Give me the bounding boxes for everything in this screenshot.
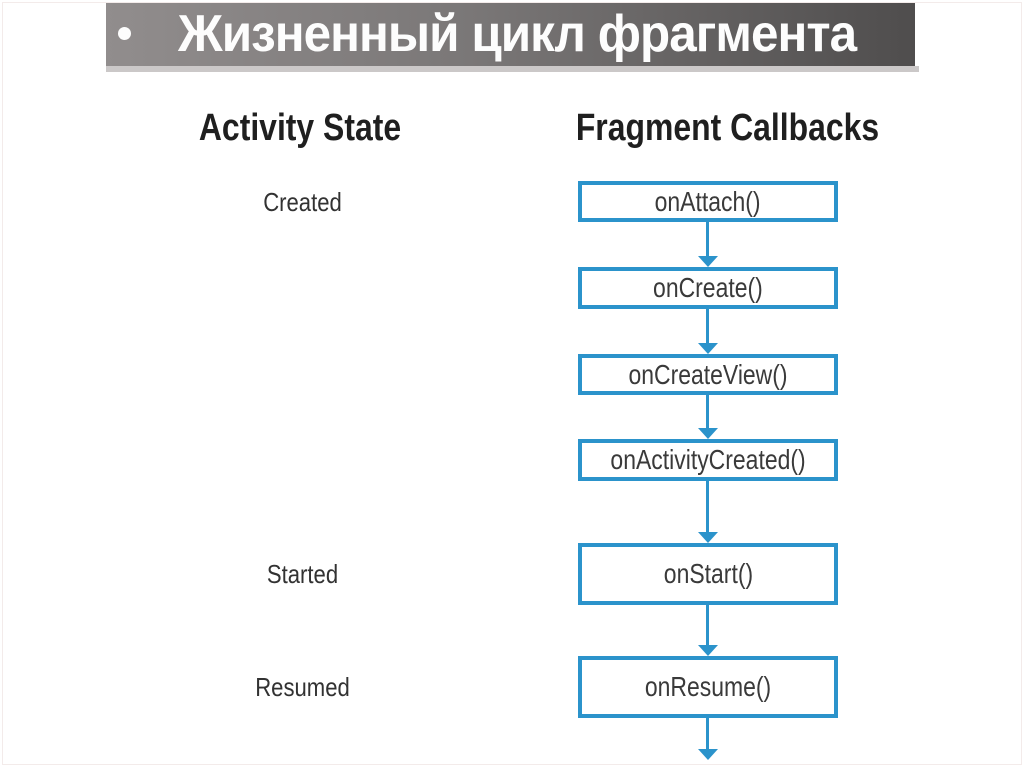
arrow-line — [706, 481, 709, 534]
arrow-line — [706, 309, 709, 345]
down-arrow-icon — [695, 222, 720, 267]
callback-box: onStart() — [578, 543, 838, 605]
activity-state-heading: Activity State — [198, 107, 402, 149]
callback-box: onResume() — [578, 656, 838, 718]
arrow-line — [706, 718, 709, 751]
arrow-line — [706, 395, 709, 430]
arrow-head — [698, 645, 718, 656]
callback-box: onActivityCreated() — [578, 439, 838, 481]
callback-label: onCreateView() — [628, 358, 788, 390]
down-arrow-icon — [695, 309, 720, 354]
down-arrow-icon — [695, 395, 720, 439]
arrow-head — [698, 749, 718, 760]
callback-box: onCreateView() — [578, 354, 838, 395]
arrow-line — [706, 222, 709, 258]
activity-state-label: Started — [266, 559, 339, 589]
fragment-callbacks-heading: Fragment Callbacks — [575, 107, 880, 149]
arrow-head — [698, 532, 718, 543]
callback-label: onCreate() — [653, 272, 763, 303]
arrow-head — [698, 428, 718, 439]
arrow-head — [698, 343, 718, 354]
callback-box: onAttach() — [578, 181, 838, 222]
activity-state-label: Created — [263, 186, 342, 217]
slide-title: Жизненный цикл фрагмента — [178, 5, 857, 63]
activity-state-label: Resumed — [255, 672, 350, 702]
callback-box: onCreate() — [578, 267, 838, 309]
arrow-line — [706, 605, 709, 647]
callback-label: onActivityCreated() — [610, 444, 806, 475]
slide-title-bar: Жизненный цикл фрагмента — [106, 2, 915, 66]
callback-label: onAttach() — [655, 185, 761, 217]
down-arrow-icon — [695, 605, 720, 656]
bullet-icon — [118, 27, 131, 40]
down-arrow-icon — [695, 481, 720, 543]
arrow-head — [698, 256, 718, 267]
callback-label: onStart() — [663, 558, 753, 589]
callback-label: onResume() — [644, 671, 772, 702]
title-bar-shadow — [106, 66, 919, 72]
down-arrow-icon — [695, 718, 720, 760]
